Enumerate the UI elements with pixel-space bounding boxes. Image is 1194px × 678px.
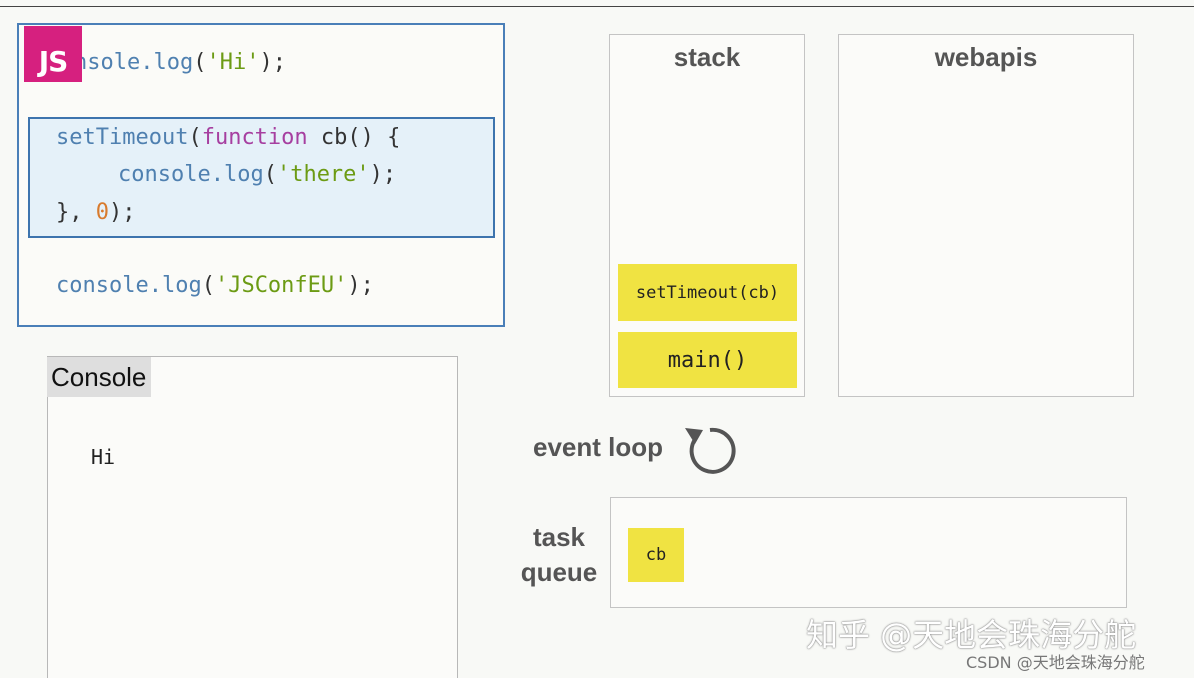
stack-frame: setTimeout(cb) — [618, 264, 797, 321]
task-queue-label: task queue — [516, 520, 602, 590]
code-keyword: function — [201, 125, 308, 150]
webapis-panel — [838, 34, 1134, 397]
task-queue-panel — [610, 497, 1127, 608]
top-divider — [0, 6, 1194, 7]
code-paren: ); — [109, 200, 136, 225]
task-queue-label-line2: queue — [520, 557, 598, 587]
console-panel — [47, 356, 458, 678]
code-paren: ); — [259, 50, 286, 75]
task-queue-item: cb — [628, 528, 684, 582]
webapis-title: webapis — [934, 42, 1038, 72]
code-string: 'JSConfEU' — [214, 273, 348, 298]
console-title: Console — [47, 357, 151, 397]
code-pre: }, — [56, 200, 96, 225]
highlighted-code-block — [28, 117, 495, 238]
event-loop-icon — [685, 427, 736, 474]
code-paren: ( — [193, 50, 207, 75]
code-line-4: }, 0); — [56, 200, 136, 225]
code-paren: ( — [188, 125, 202, 150]
code-fn: nsole.log — [74, 50, 194, 75]
code-line-5: console.log('JSConfEU'); — [56, 273, 374, 298]
code-line-3: console.log('there'); — [118, 162, 396, 187]
code-fn: setTimeout — [56, 125, 189, 150]
code-paren: ); — [369, 162, 397, 187]
code-string: 'Hi' — [206, 50, 260, 75]
code-fn: console.log — [56, 273, 202, 298]
console-output-line: Hi — [91, 445, 116, 469]
code-fn: console.log — [118, 162, 264, 187]
event-loop-label: event loop — [533, 432, 664, 462]
stack-frame: main() — [618, 332, 797, 388]
code-string: 'there' — [276, 162, 370, 187]
zhihu-watermark: 知乎 @天地会珠海分舵 — [806, 616, 1137, 654]
csdn-watermark: CSDN @天地会珠海分舵 — [966, 653, 1145, 672]
code-rest: cb() { — [307, 125, 401, 150]
js-logo: JS — [24, 26, 82, 82]
stack-title: stack — [673, 42, 741, 72]
code-line-2: setTimeout(function cb() { — [56, 125, 400, 150]
task-queue-label-line1: task — [532, 522, 586, 552]
code-number: 0 — [95, 200, 109, 225]
code-paren: ); — [347, 273, 374, 298]
code-paren: ( — [263, 162, 277, 187]
code-paren: ( — [201, 273, 215, 298]
code-line-1: nsole.log('Hi'); — [74, 50, 286, 75]
